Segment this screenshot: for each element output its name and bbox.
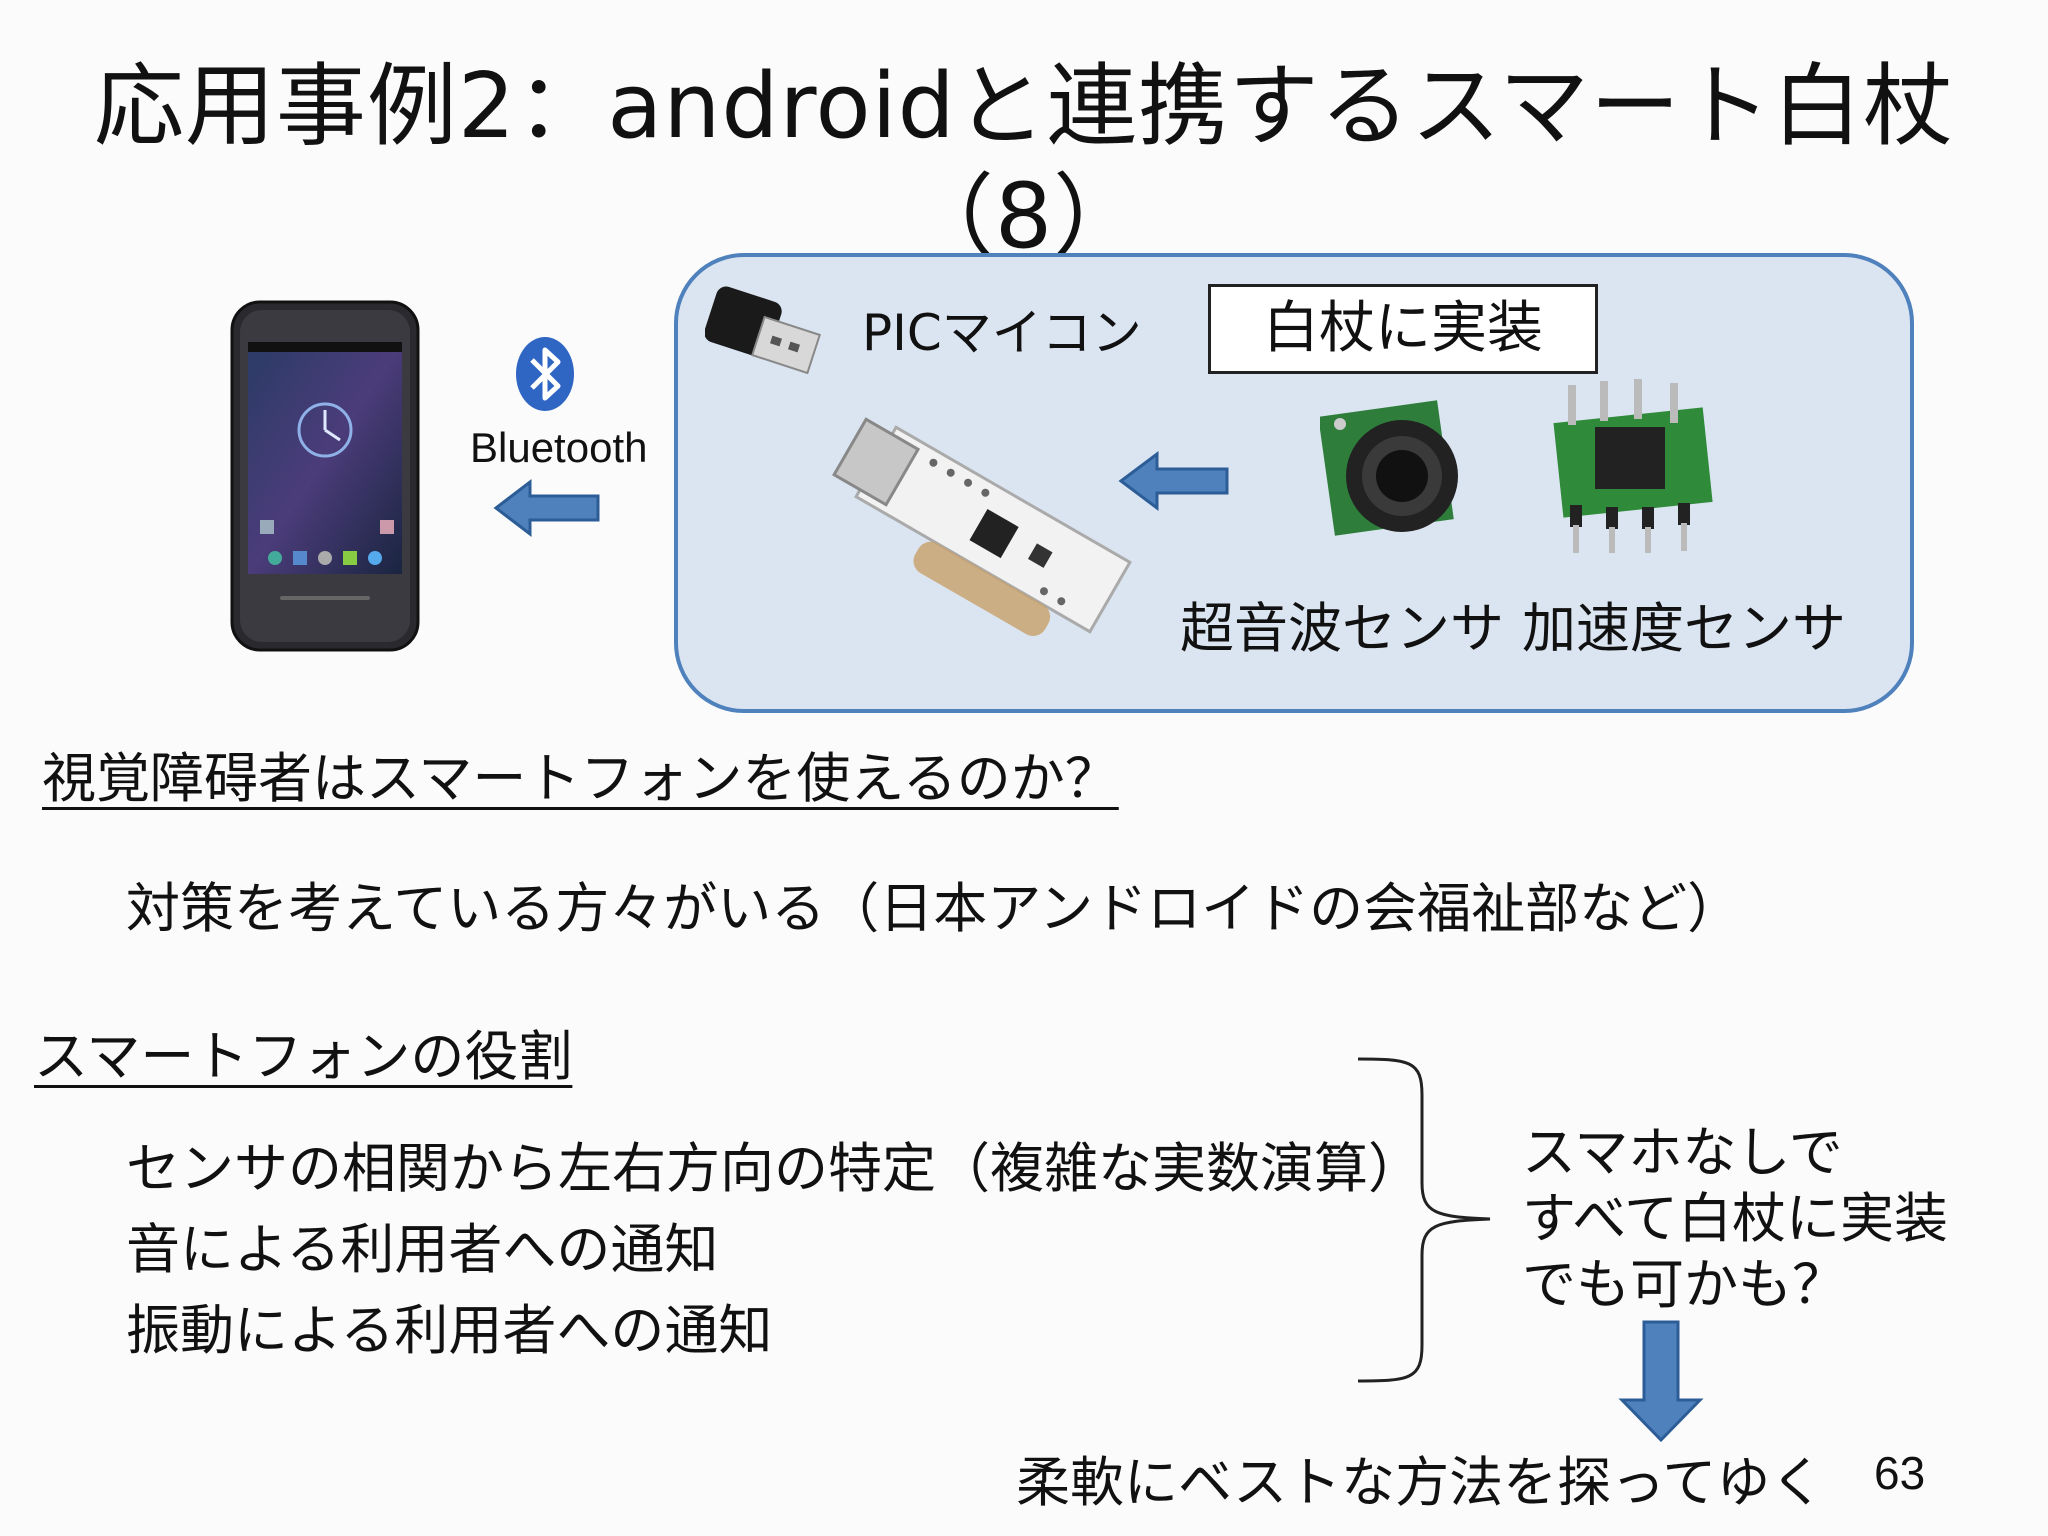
- side-note-line: でも可かも？: [1522, 1253, 1846, 1316]
- implement-on-cane-box: 白杖に実装: [1208, 284, 1598, 374]
- question-heading: 視覚障碍者はスマートフォンを使えるのか？: [42, 747, 1119, 810]
- smartphone-image: [230, 300, 420, 652]
- arrow-left-icon: [493, 478, 600, 538]
- page-number: 63: [1874, 1447, 1926, 1499]
- slide-title: 応用事例2：androidと連携するスマート白杖（8）: [93, 54, 1955, 269]
- answer-text: 対策を考えている方々がいる（日本アンドロイドの会福祉部など）: [126, 877, 1742, 940]
- accelerometer-label: 加速度センサ: [1522, 597, 1846, 660]
- role-item: 音による利用者への通知: [126, 1218, 719, 1281]
- pic-label: PICマイコン: [862, 304, 1142, 362]
- role-heading: スマートフォンの役割: [34, 1025, 573, 1088]
- arrow-down-icon: [1618, 1320, 1704, 1443]
- arrow-left-icon: [1118, 451, 1229, 511]
- bluetooth-icon: [516, 337, 574, 411]
- ultrasonic-sensor-image: [1320, 400, 1458, 536]
- pic-board-image: [832, 417, 1132, 636]
- usb-dongle-image: [705, 286, 822, 375]
- bluetooth-label: Bluetooth: [470, 424, 648, 471]
- conclusion-text: 柔軟にベストな方法を探ってゆく: [1016, 1451, 1825, 1514]
- accelerometer-image: [1553, 379, 1713, 553]
- ultrasonic-sensor-label: 超音波センサ: [1180, 597, 1504, 660]
- role-item: センサの相関から左右方向の特定（複雑な実数演算）: [126, 1137, 1422, 1200]
- role-item: 振動による利用者への通知: [126, 1299, 773, 1362]
- side-note-line: すべて白杖に実装: [1522, 1187, 1949, 1250]
- right-brace: [1357, 1057, 1491, 1383]
- side-note-line: スマホなしで: [1522, 1121, 1843, 1184]
